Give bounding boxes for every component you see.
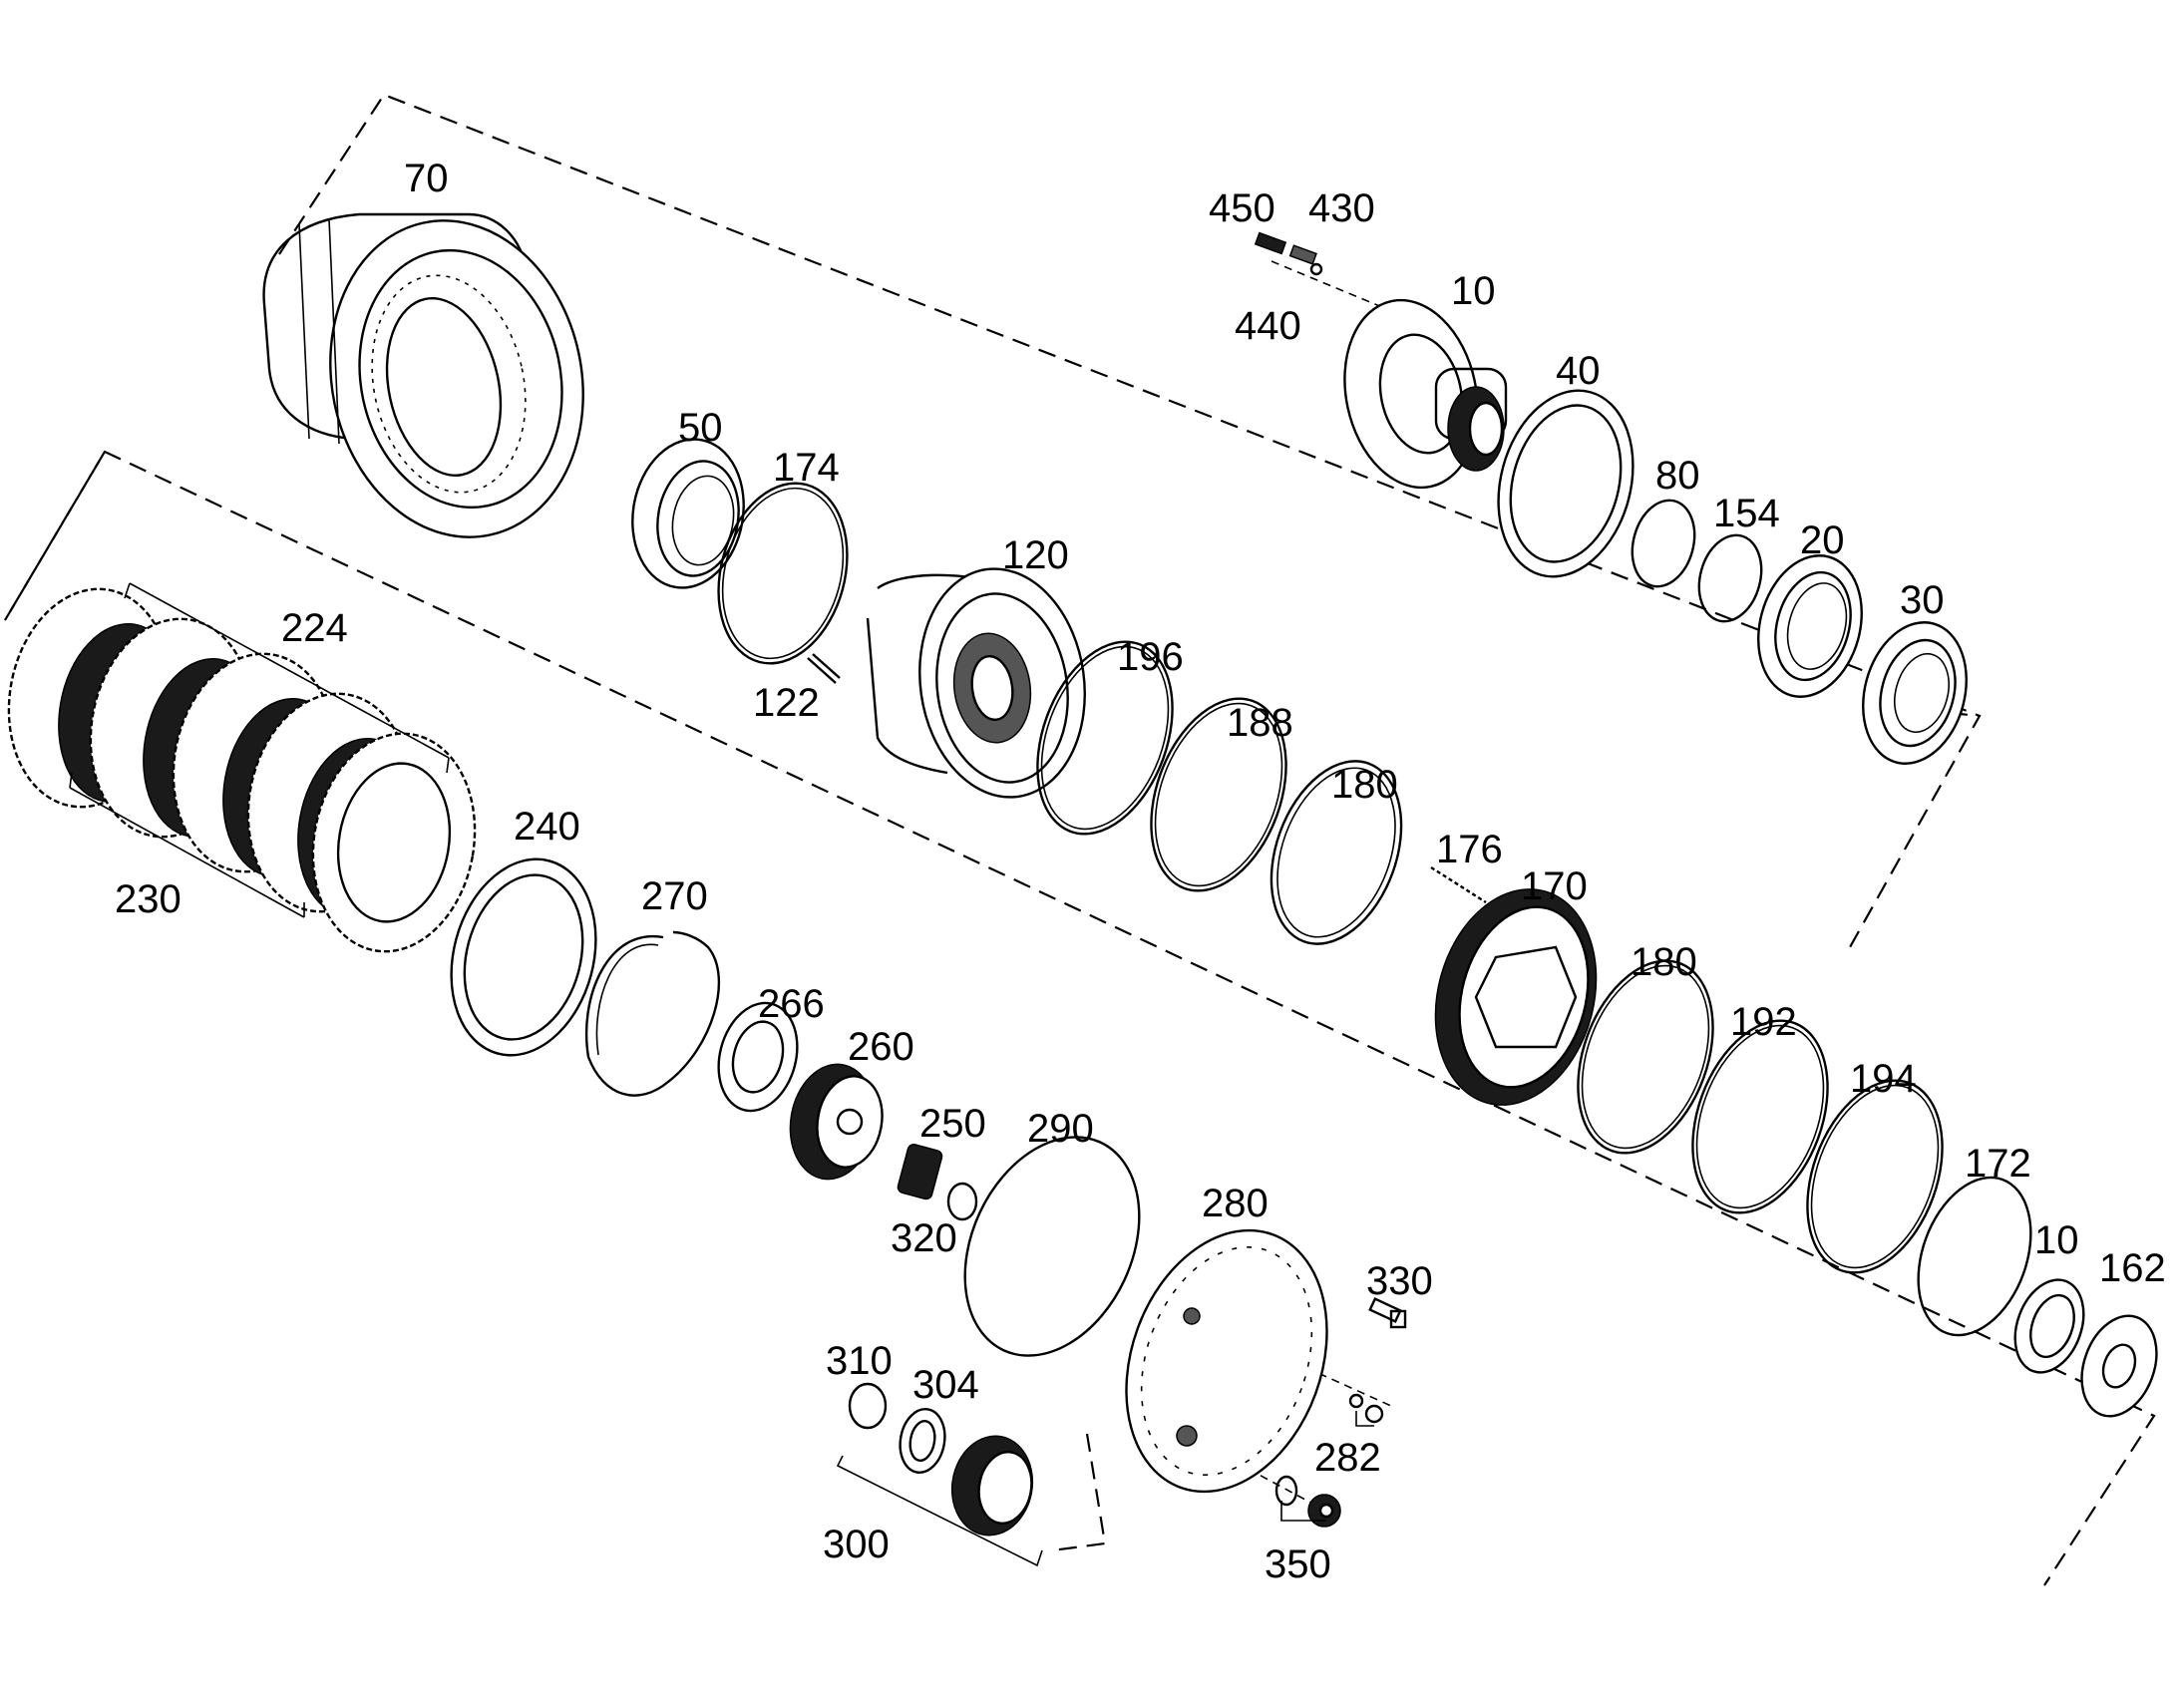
label-188: 188 xyxy=(1227,701,1293,745)
bracket-230 xyxy=(69,772,305,918)
label-304: 304 xyxy=(912,1363,979,1407)
part-70-housing xyxy=(262,212,584,538)
part-180-ring-lower xyxy=(1577,959,1714,1155)
part-320-ring xyxy=(946,1182,978,1221)
label-260: 260 xyxy=(848,1025,914,1069)
label-350: 350 xyxy=(1265,1542,1331,1586)
label-230: 230 xyxy=(115,877,182,921)
part-174-ring xyxy=(717,482,849,665)
part-labels: 70 450 430 440 10 40 50 174 80 154 20 12… xyxy=(115,157,2166,1586)
label-320: 320 xyxy=(891,1216,957,1260)
label-282: 282 xyxy=(1314,1436,1381,1480)
part-176-spring xyxy=(1430,865,1487,904)
label-290: 290 xyxy=(1027,1107,1094,1151)
part-270-snap-ring xyxy=(584,930,721,1097)
part-450-screw xyxy=(1254,231,1287,255)
label-120: 120 xyxy=(1002,533,1069,577)
assembly-boundary-lower xyxy=(4,450,2156,1586)
part-30-seal xyxy=(1862,621,1968,765)
part-154-ring xyxy=(1697,533,1763,623)
label-174: 174 xyxy=(773,446,840,490)
bracket-282 xyxy=(1355,1411,1374,1427)
label-250: 250 xyxy=(919,1102,986,1146)
label-180-upper: 180 xyxy=(1331,763,1398,807)
label-10-lower: 10 xyxy=(2034,1218,2079,1262)
label-310: 310 xyxy=(826,1339,893,1383)
label-162: 162 xyxy=(2099,1246,2166,1290)
label-80: 80 xyxy=(1655,454,1700,498)
part-304-bearing xyxy=(899,1408,946,1474)
label-280: 280 xyxy=(1202,1182,1269,1225)
label-194: 194 xyxy=(1850,1057,1917,1101)
part-40-ring xyxy=(1497,389,1635,578)
part-188-ring xyxy=(1150,697,1287,892)
label-40: 40 xyxy=(1556,349,1601,393)
label-170: 170 xyxy=(1521,864,1588,908)
part-170-piston xyxy=(1434,888,1598,1106)
part-192-ring xyxy=(1691,1019,1829,1214)
label-172: 172 xyxy=(1965,1142,2031,1186)
part-172-ring xyxy=(1917,1176,2032,1337)
part-122-pin xyxy=(807,653,841,684)
part-290-o-ring xyxy=(963,1136,1141,1357)
label-30: 30 xyxy=(1900,578,1945,622)
part-194-ring xyxy=(1806,1079,1944,1274)
label-180-lower: 180 xyxy=(1631,940,1697,984)
part-266-washer xyxy=(717,1001,799,1113)
part-162-washer xyxy=(2080,1314,2158,1418)
label-192: 192 xyxy=(1730,1000,1797,1044)
label-176: 176 xyxy=(1436,828,1503,871)
leader-line-280-bolts xyxy=(1191,1315,1392,1407)
label-330: 330 xyxy=(1366,1259,1433,1303)
bracket-350 xyxy=(1280,1501,1326,1522)
part-282-plug xyxy=(1348,1393,1384,1424)
leader-line-450-10 xyxy=(1271,260,1407,318)
label-224: 224 xyxy=(281,606,348,650)
part-240-plate xyxy=(450,857,597,1057)
label-154: 154 xyxy=(1713,492,1780,535)
label-122: 122 xyxy=(753,681,820,725)
part-80-ring xyxy=(1631,499,1696,588)
label-50: 50 xyxy=(678,406,723,450)
label-10-upper: 10 xyxy=(1451,269,1496,313)
part-330-bolt xyxy=(1368,1297,1407,1329)
part-50-bearing xyxy=(631,438,745,589)
part-196-ring xyxy=(1036,640,1174,836)
part-350-plug xyxy=(1274,1475,1341,1528)
label-440: 440 xyxy=(1235,304,1301,348)
bracket-224 xyxy=(124,582,450,774)
part-310-ring xyxy=(848,1382,888,1430)
part-440-ball xyxy=(1309,262,1323,276)
part-10-nut xyxy=(2013,1278,2085,1374)
label-240: 240 xyxy=(514,805,580,849)
part-230-clutch-discs xyxy=(7,587,477,953)
part-10-flange xyxy=(1343,298,1508,490)
part-260-gear xyxy=(789,1063,884,1181)
bracket-300 xyxy=(836,1455,1043,1567)
part-430-spring xyxy=(1288,244,1317,265)
part-280-cover xyxy=(1125,1228,1328,1494)
part-20-bearing xyxy=(1757,554,1863,698)
label-450: 450 xyxy=(1209,186,1275,230)
part-250-roller-bearing xyxy=(897,1144,943,1200)
part-300-gear xyxy=(950,1435,1034,1537)
label-266: 266 xyxy=(758,982,825,1026)
part-180-ring-upper xyxy=(1270,760,1403,945)
label-430: 430 xyxy=(1308,186,1375,230)
label-70: 70 xyxy=(404,157,449,200)
label-20: 20 xyxy=(1800,518,1845,562)
label-196: 196 xyxy=(1117,635,1184,679)
label-270: 270 xyxy=(641,874,708,918)
label-300: 300 xyxy=(823,1523,890,1566)
